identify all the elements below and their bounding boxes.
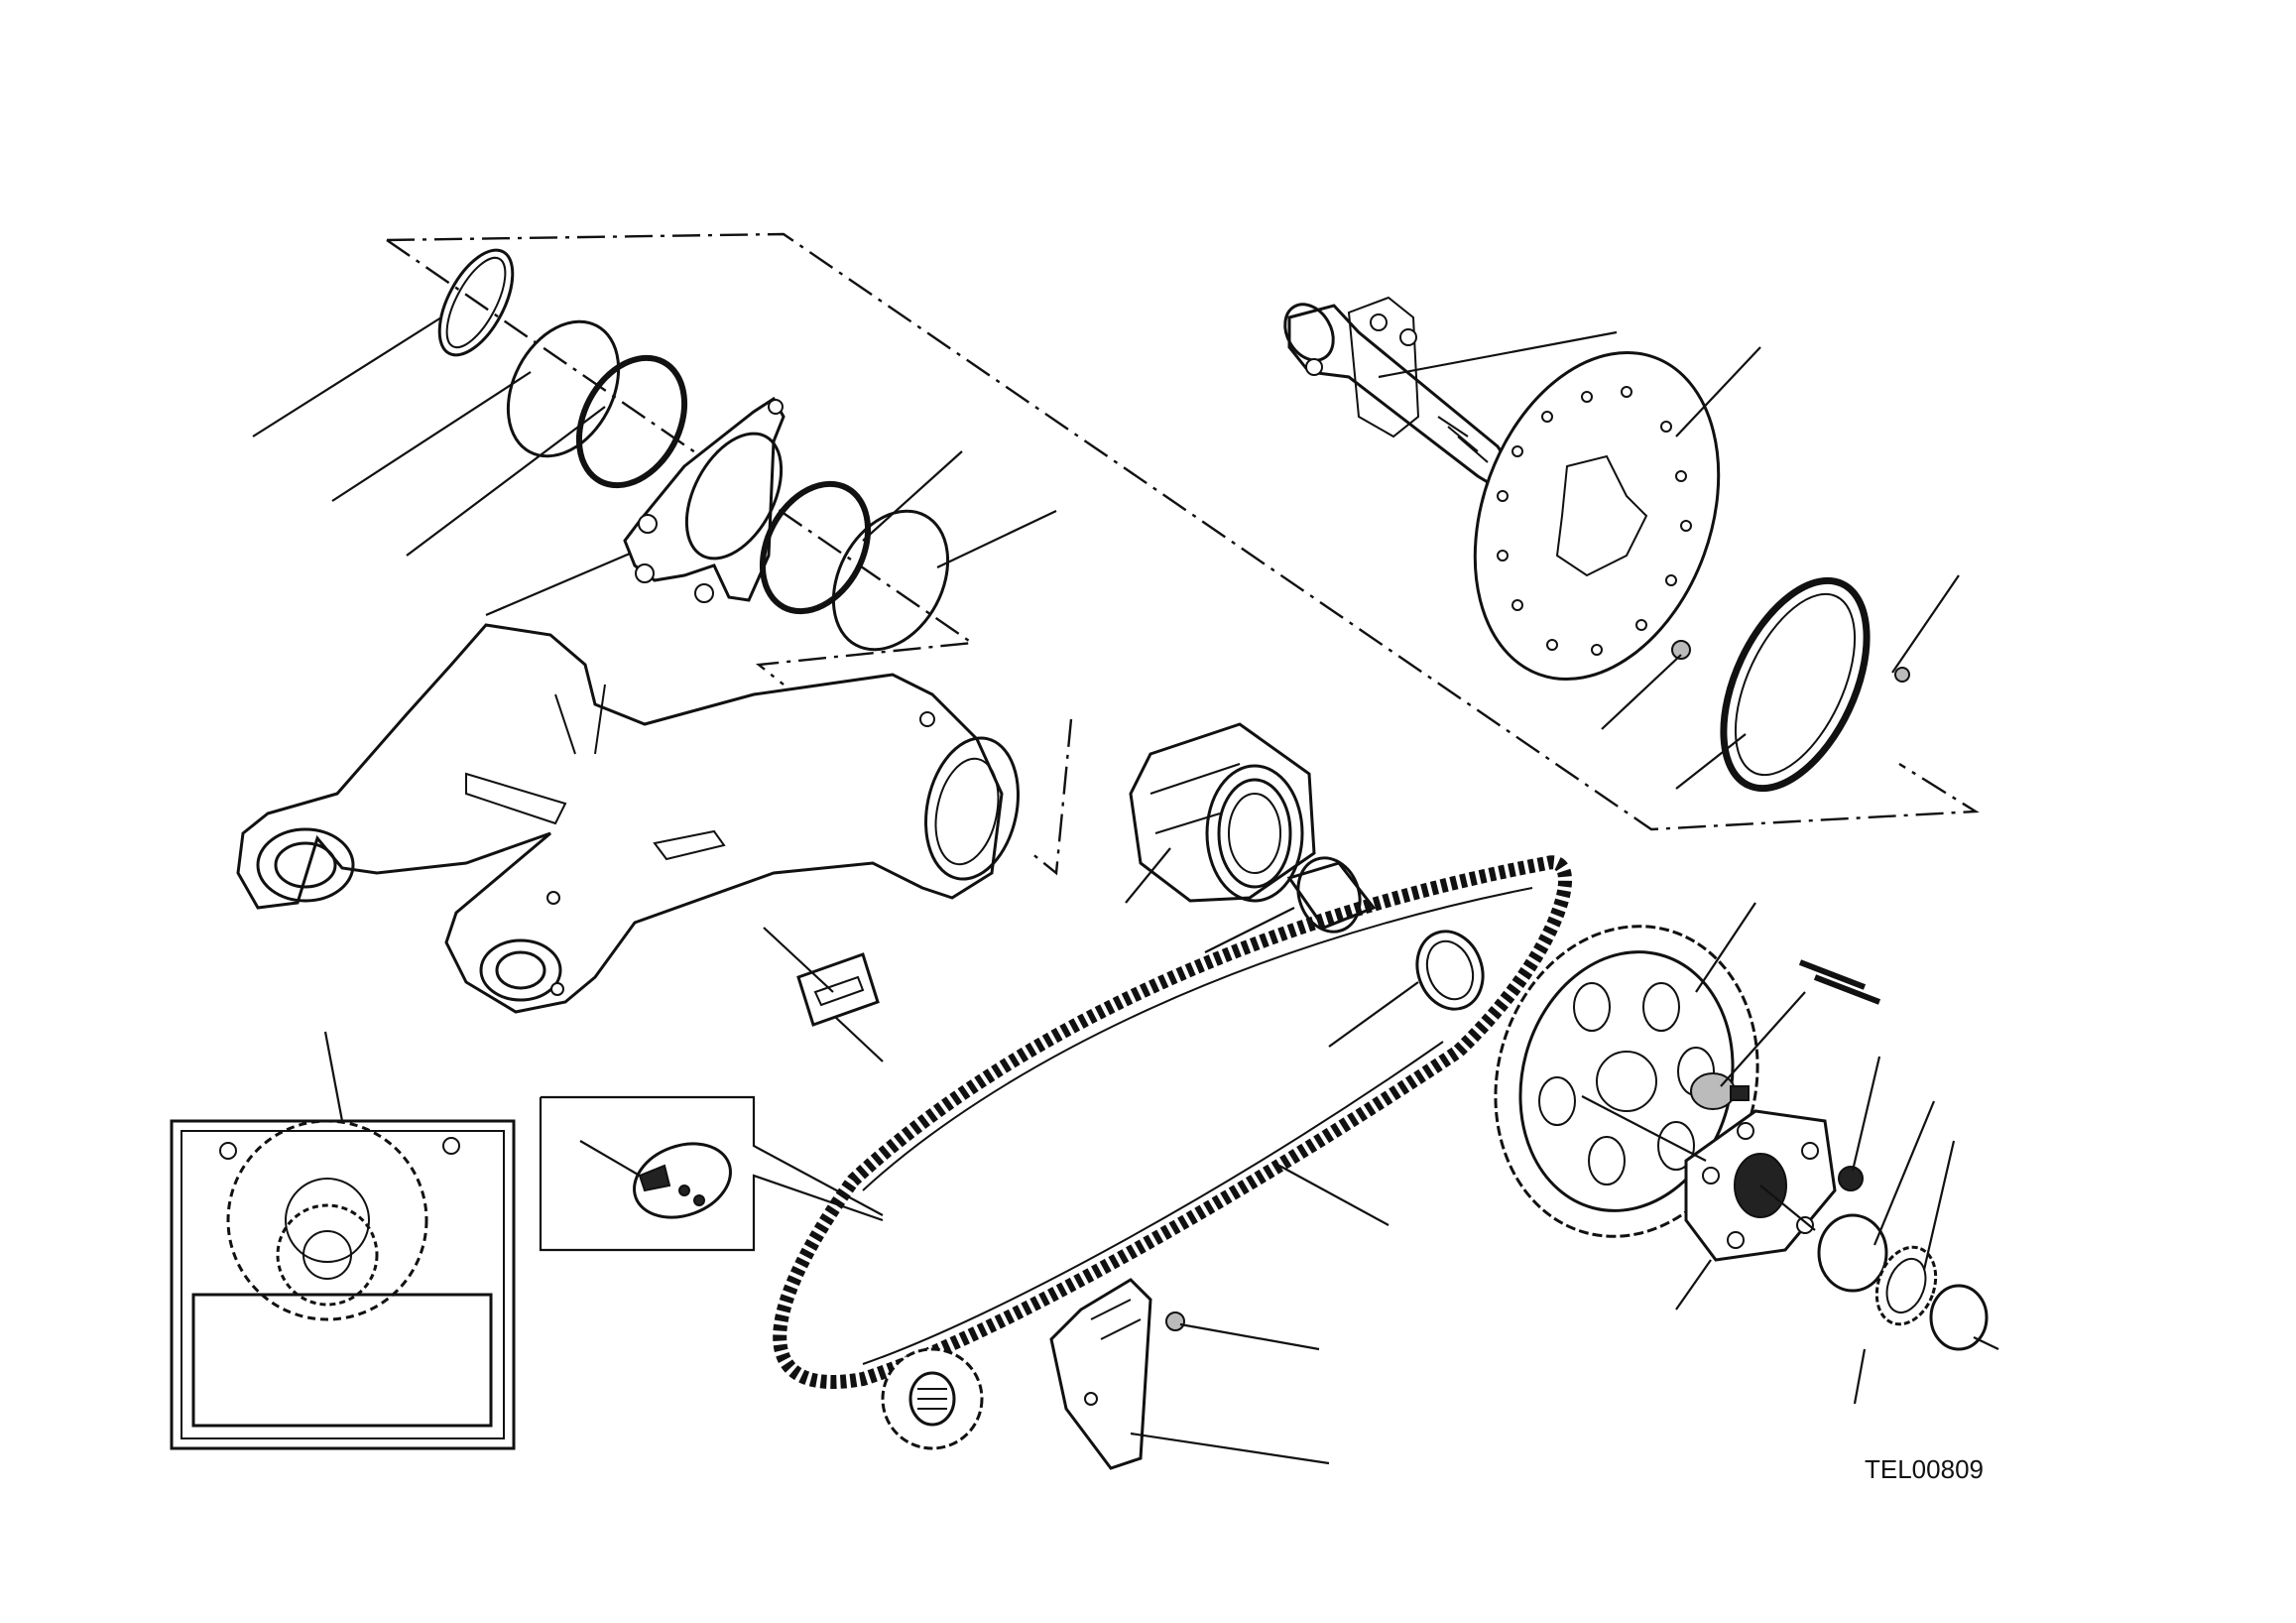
snap-ring (437, 248, 515, 357)
stud-pins (1798, 959, 1881, 1005)
sprocket-cover (1049, 1278, 1152, 1470)
drive-chain (773, 855, 1572, 1390)
seal-ring-1 (506, 319, 621, 458)
brake-disc-holes (1497, 386, 1692, 656)
flange-washer (1817, 1213, 1888, 1293)
eccentric-hub (1129, 722, 1316, 903)
seal-ring-2 (831, 509, 950, 652)
swingarm (236, 623, 1020, 1014)
warning-label-plate (796, 952, 880, 1027)
callout-leader-lines (252, 316, 1999, 1465)
front-sprocket-detail-box (170, 1119, 516, 1450)
o-ring-2 (759, 480, 872, 615)
drawing-code: TEL00809 (1865, 1454, 1984, 1484)
flange-nut (1838, 1166, 1864, 1191)
chain-link-detail-box (539, 1095, 884, 1252)
axle-ring-nut (1874, 1245, 1938, 1326)
tone-ring-screw (1894, 667, 1910, 683)
caliper-bracket (623, 396, 785, 603)
axle-circlip (1929, 1284, 1989, 1351)
brake-disc (1473, 350, 1721, 682)
rear-axle (1283, 296, 1519, 493)
front-sprocket (881, 1347, 984, 1450)
abs-tone-ring (1720, 576, 1871, 793)
cover-screw (1165, 1311, 1185, 1331)
assembly-boundary-lines (386, 232, 1980, 876)
disc-bolt (1671, 640, 1691, 660)
spacer-ring (1415, 930, 1485, 1011)
o-ring-1 (575, 354, 688, 489)
spacer-bushing (1286, 856, 1377, 934)
